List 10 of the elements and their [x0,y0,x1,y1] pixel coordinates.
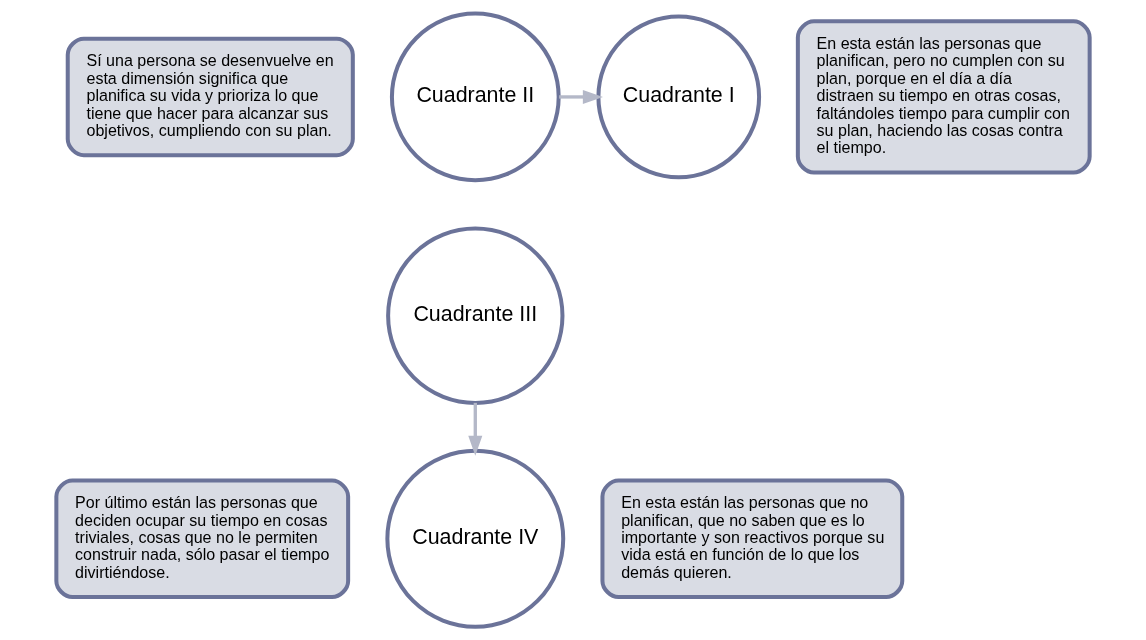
arrow [559,89,603,104]
node-box: En esta están las personas que planifican, pero no cumplen con su plan, porque en el día a día distraen su tiempo en otras cosas, faltándoles tiempo para cumplir con su plan, haciendo las cosas contra el tiempo. [795,19,1092,175]
node-box: Sí una persona se desenvuelve en esta dimensión significa que planifica su vida y prioriza lo que tiene que hacer para alcanzar sus objetivos, cumpliendo con su plan. [65,36,355,158]
node-circle: Cuadrante IV [385,448,566,629]
node-box: Por último están las personas que deciden ocupar su tiempo en cosas triviales, cosas que no le permiten construir nada, sólo pasar el tiempo divirtiéndose. [54,478,351,599]
node-circle: Cuadrante I [596,14,762,180]
node-box: En esta están las personas que no planifican, que no saben que es lo importante y son reactivos porque su vida está en función de lo que los demás quieren. [600,478,905,599]
node-circle: Cuadrante II [389,11,561,183]
node-circle: Cuadrante III [386,226,565,405]
arrow [468,402,483,456]
